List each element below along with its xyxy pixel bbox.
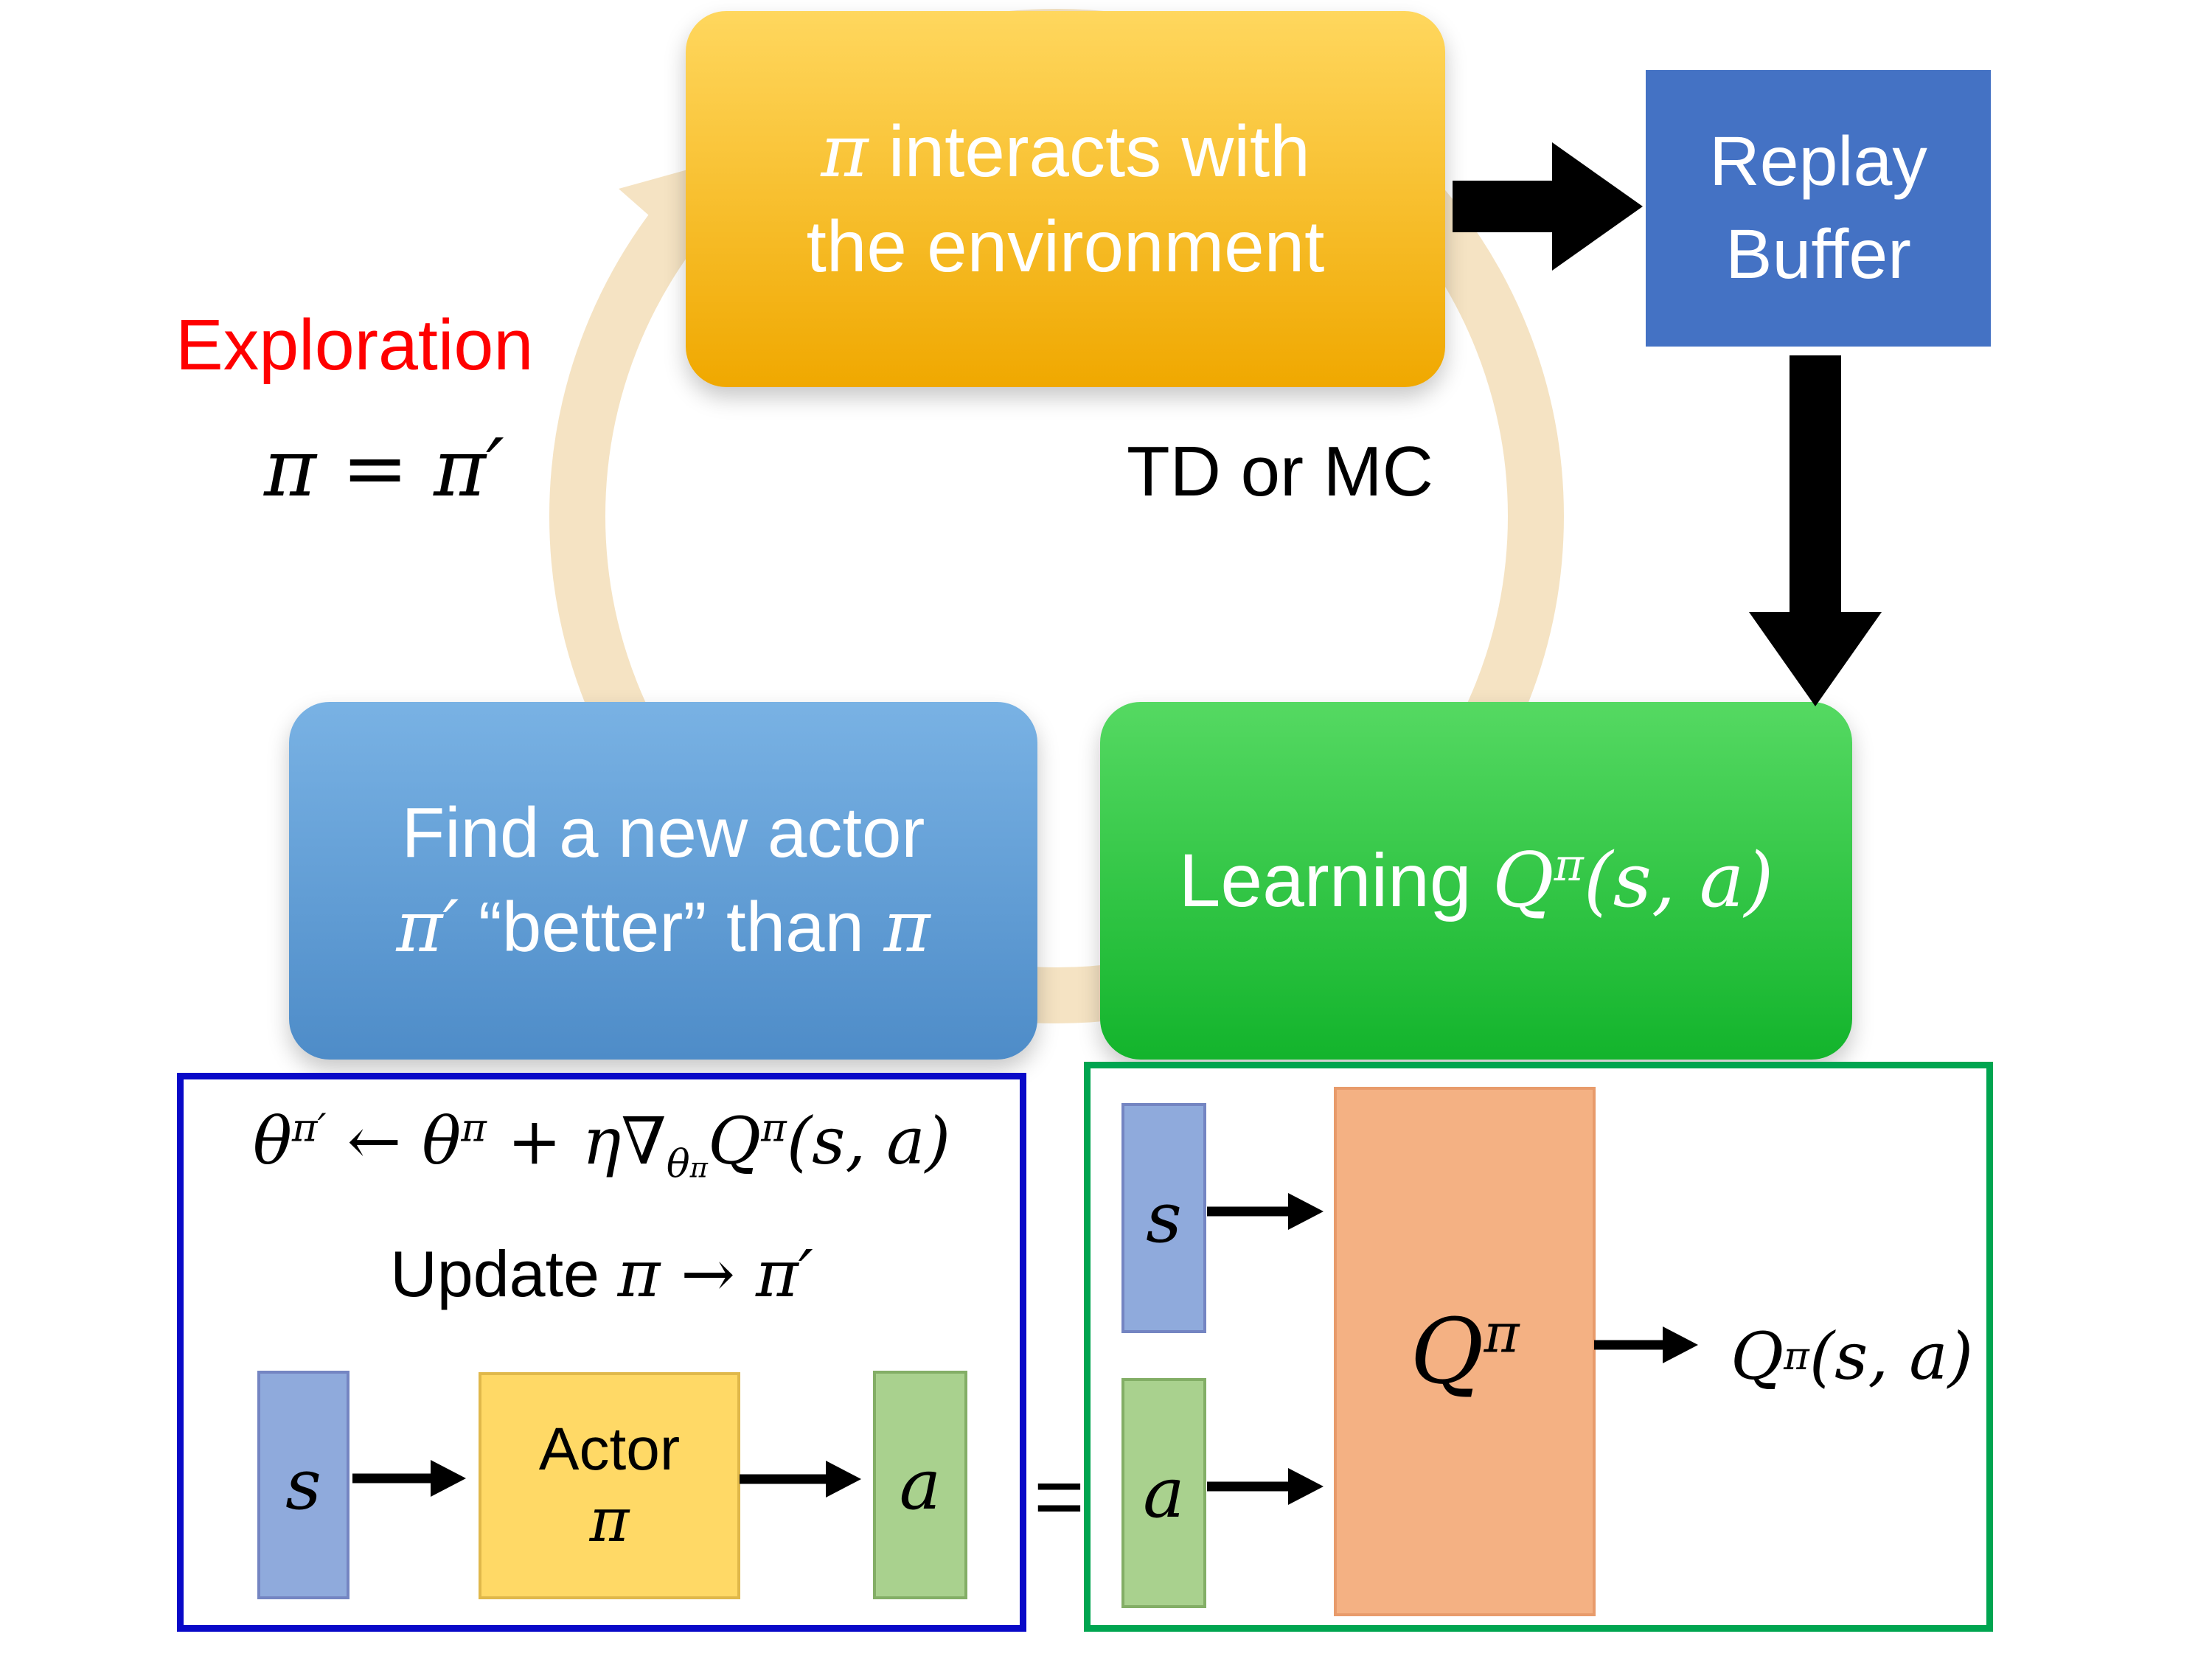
action-label: a — [899, 1444, 942, 1526]
equals-sign: = — [1034, 1448, 1085, 1545]
policy-environment-label-line2: the environment — [806, 205, 1325, 287]
gradient-ascent-formula: θπ′ ← θπ + η∇θπQπ(s, a) — [252, 1103, 951, 1187]
actor-pi-label: π — [589, 1486, 630, 1556]
actor-update-panel: θπ′ ← θπ + η∇θπQπ(s, a) Update π → π′ s … — [177, 1073, 1026, 1632]
policy-environment-label-line1: π interacts with — [821, 110, 1310, 195]
exploration-label: Exploration — [175, 305, 534, 385]
state-block: s — [1121, 1103, 1206, 1333]
find-actor-box: Find a new actor π′ “better” than π — [289, 702, 1037, 1060]
actor-label: Actor — [538, 1416, 681, 1484]
pi-equals-pi-prime-label: π = π′ — [264, 422, 504, 515]
action-block: a — [1121, 1378, 1206, 1608]
replay-buffer-label-line2: Buffer — [1725, 215, 1911, 293]
arrow-replay-to-learning — [1749, 355, 1882, 706]
update-policy-label: Update π → π′ — [390, 1236, 813, 1312]
action-block: a — [873, 1371, 967, 1599]
action-label: a — [1143, 1453, 1185, 1534]
q-function-label: Qπ — [1410, 1299, 1520, 1404]
state-block: s — [257, 1371, 349, 1599]
arrow-env-to-replay — [1453, 142, 1643, 271]
find-actor-label-line1: Find a new actor — [401, 793, 925, 873]
q-function-block: Qπ — [1334, 1087, 1596, 1616]
learning-q-box: Learning Qπ(s, a) — [1100, 702, 1852, 1060]
learning-q-label: Learning Qπ(s, a) — [1178, 837, 1774, 925]
find-actor-label-line2: π′ “better” than π — [396, 886, 931, 968]
replay-buffer-box: Replay Buffer — [1646, 70, 1991, 347]
state-label: s — [1146, 1178, 1182, 1259]
td-or-mc-label: TD or MC — [1127, 432, 1433, 511]
actor-block: Actor π — [479, 1372, 740, 1599]
replay-buffer-label-line1: Replay — [1709, 122, 1927, 201]
state-label: s — [285, 1444, 321, 1526]
policy-environment-box: π interacts with the environment — [686, 11, 1445, 387]
